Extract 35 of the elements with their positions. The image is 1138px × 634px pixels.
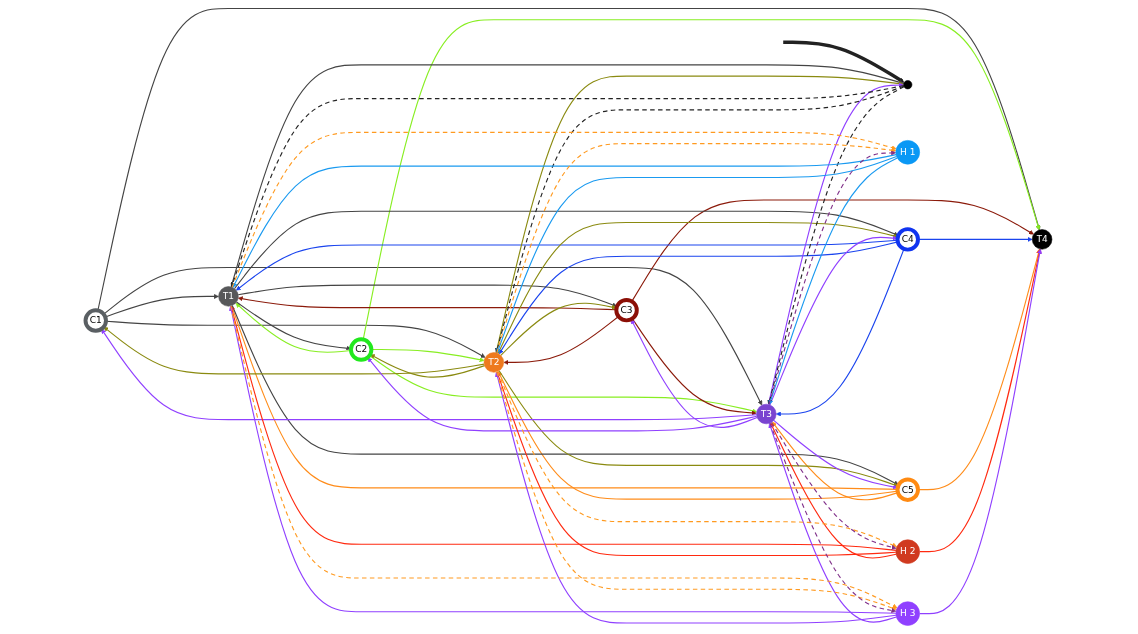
arrow xyxy=(236,239,899,291)
node-circle: C4 xyxy=(895,227,921,252)
node-circle xyxy=(903,80,913,90)
arrow xyxy=(367,357,758,432)
arrow xyxy=(103,326,485,375)
node-circle: C3 xyxy=(614,297,640,323)
arrow xyxy=(503,315,620,365)
arrow xyxy=(369,354,758,414)
arrow xyxy=(105,320,486,358)
node-circle: C5 xyxy=(895,477,921,502)
node-circle: H 1 xyxy=(895,140,921,165)
arrow xyxy=(500,302,617,357)
arrow xyxy=(783,40,905,83)
node-circle: T2 xyxy=(484,352,505,373)
node-circle: H 3 xyxy=(895,601,921,626)
arrow xyxy=(362,19,1041,341)
node-circle: C2 xyxy=(349,337,374,362)
arrow xyxy=(101,328,758,421)
arrow xyxy=(370,354,486,378)
arrow xyxy=(919,248,1042,553)
arrow xyxy=(919,248,1043,615)
node-circle: T4 xyxy=(1032,229,1053,250)
arrow xyxy=(234,210,899,290)
arrow xyxy=(237,284,618,308)
node-circle: T1 xyxy=(218,286,239,307)
node-circle: T3 xyxy=(756,403,777,425)
node-circle: H 2 xyxy=(895,539,921,564)
arrow xyxy=(776,248,905,417)
arrow xyxy=(230,305,897,551)
arrow xyxy=(917,236,1033,242)
node-circle: C1 xyxy=(83,308,109,333)
arrow xyxy=(103,266,763,406)
arrow xyxy=(631,199,1035,302)
arrow xyxy=(917,248,1042,491)
arrow xyxy=(97,7,1041,312)
